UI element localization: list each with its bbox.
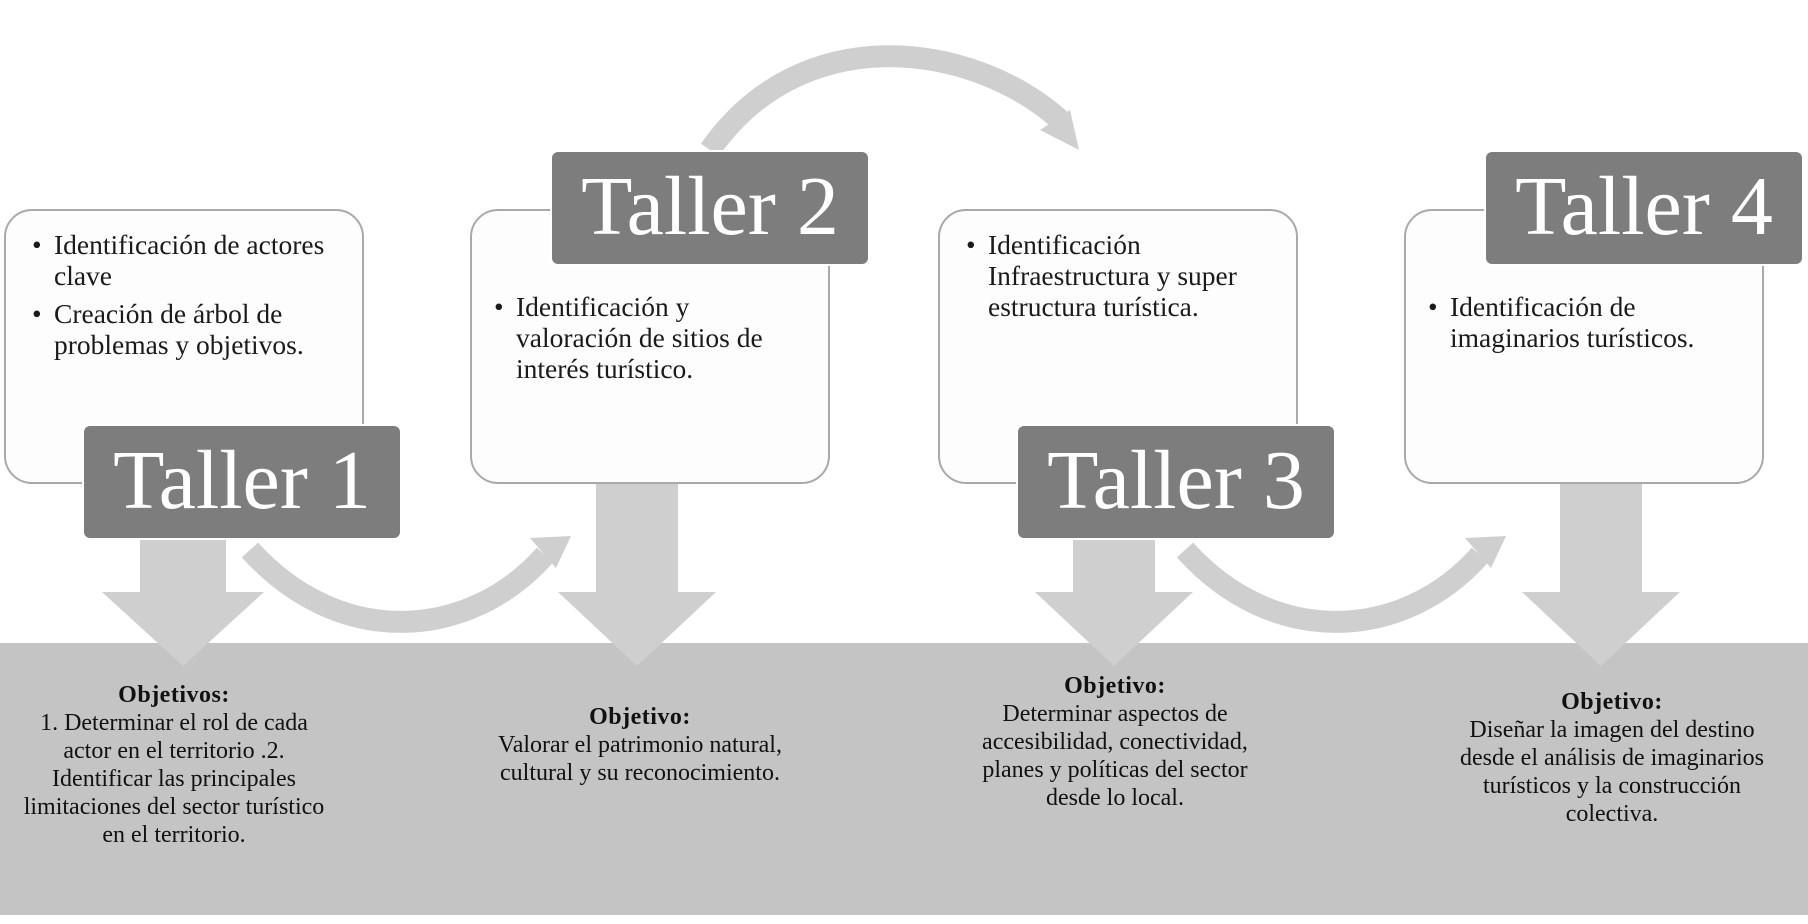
workshop-3-bullets: Identificación Infraestructura y super e… <box>964 229 1280 322</box>
workshop-4-objective-heading: Objetivo: <box>1561 689 1663 715</box>
curved-arrowhead-3-to-4 <box>1465 536 1506 568</box>
workshop-3-objective-heading: Objetivo: <box>1064 673 1166 699</box>
workshop-4-title: Taller 4 <box>1484 150 1804 266</box>
down-arrow-2 <box>558 484 716 666</box>
down-arrow-1 <box>102 530 264 666</box>
curved-arrowhead-2-to-3 <box>1040 110 1079 150</box>
workshop-1-objective-heading: Objetivos: <box>118 682 230 708</box>
workshop-1-objective: Objetivos: 1. Determinar el rol de cada … <box>14 681 334 849</box>
workshop-1-bullets: Identificación de actores clave Creación… <box>30 229 346 360</box>
workshop-3-objective-text: Determinar aspectos de accesibilidad, co… <box>982 701 1248 811</box>
down-arrow-4 <box>1522 484 1680 666</box>
workshop-2-objective: Objetivo: Valorar el patrimonio natural,… <box>490 703 790 787</box>
workshop-4-objective-text: Diseñar la imagen del destino desde el a… <box>1460 717 1764 827</box>
workshop-2-bullet-1: Identificación y valoración de sitios de… <box>492 291 812 384</box>
curved-arrow-3-to-4 <box>1176 542 1489 633</box>
workshop-3-objective: Objetivo: Determinar aspectos de accesib… <box>960 672 1270 812</box>
down-arrow-3 <box>1035 530 1193 666</box>
workshop-1-title: Taller 1 <box>82 424 402 540</box>
workshop-4-bullets: Identificación de imaginarios turísticos… <box>1426 291 1746 353</box>
curved-arrow-2-to-3 <box>700 45 1068 157</box>
curved-arrowhead-1-to-2 <box>530 536 571 568</box>
workshop-2-title: Taller 2 <box>550 150 870 266</box>
workshop-1-objective-text: 1. Determinar el rol de cada actor en el… <box>23 710 325 848</box>
objectives-band <box>0 643 1808 915</box>
workshop-1-bullet-1: Identificación de actores clave <box>30 229 346 291</box>
workshop-3-bullet-1: Identificación Infraestructura y super e… <box>964 229 1280 322</box>
workshop-1-bullet-2: Creación de árbol de problemas y objetiv… <box>30 298 346 360</box>
workshop-2-objective-text: Valorar el patrimonio natural, cultural … <box>498 732 782 786</box>
workshop-4-bullet-1: Identificación de imaginarios turísticos… <box>1426 291 1746 353</box>
curved-arrow-1-to-2 <box>241 542 554 633</box>
workshop-2-objective-heading: Objetivo: <box>589 704 691 730</box>
workshop-2-bullets: Identificación y valoración de sitios de… <box>492 291 812 384</box>
workshop-3-title: Taller 3 <box>1016 424 1336 540</box>
workshop-4-objective: Objetivo: Diseñar la imagen del destino … <box>1452 688 1772 828</box>
